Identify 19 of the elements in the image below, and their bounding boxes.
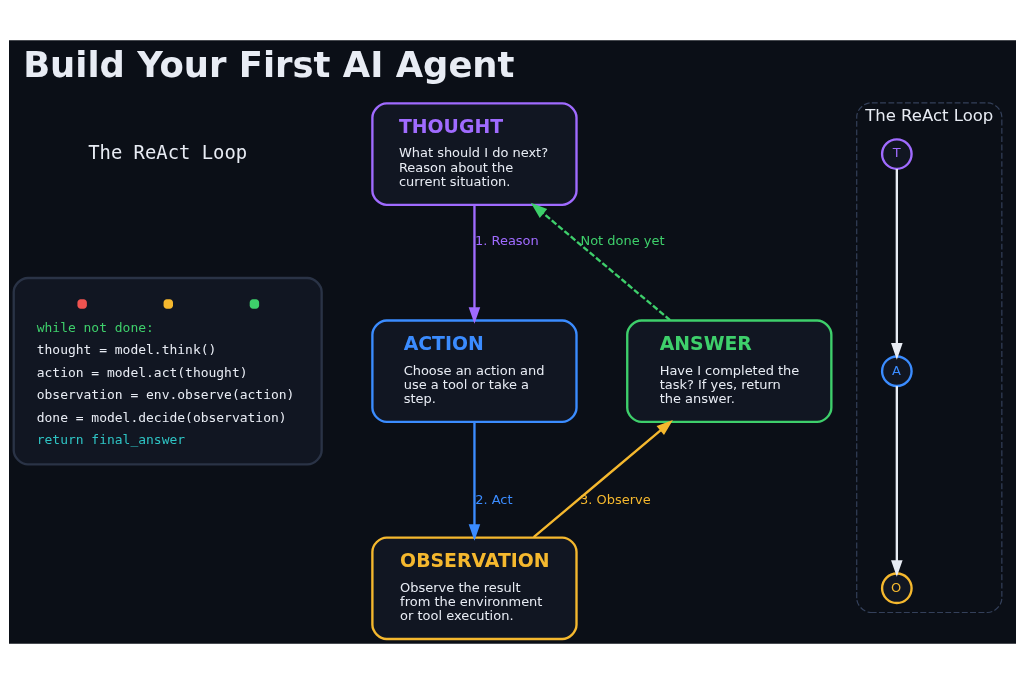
edge-label: Not done yet [579, 232, 665, 248]
arrow [890, 168, 903, 360]
node-box: ACTION Choose an action and use a tool or take a step. [370, 318, 578, 423]
edge-label: 1. Reason [474, 232, 539, 248]
arrow [468, 204, 480, 324]
arrow [530, 202, 671, 321]
arrow [890, 385, 903, 577]
arrow [532, 419, 673, 538]
node-box: ANSWER Have I completed the task? If yes, return the answer. [625, 318, 833, 423]
node-box: THOUGHT What should I do next? Reason about the current situation. [370, 101, 578, 206]
node-circle: T [880, 137, 913, 170]
node-box: OBSERVATION Observe the result from the environment or tool execution. [370, 535, 578, 640]
node-circle: A [880, 354, 913, 387]
label: The ReAct Loop [87, 140, 247, 163]
node-box: while not done: thought = model.think() action = model.act(thought) observation = env.observe(action) done = model.decide(observation) return final_answer [12, 276, 323, 466]
edge-label: 2. Act [474, 491, 513, 507]
arrow [468, 421, 480, 541]
node-circle: O [880, 571, 913, 604]
diagram-title: Build Your First AI Agent [22, 43, 514, 85]
